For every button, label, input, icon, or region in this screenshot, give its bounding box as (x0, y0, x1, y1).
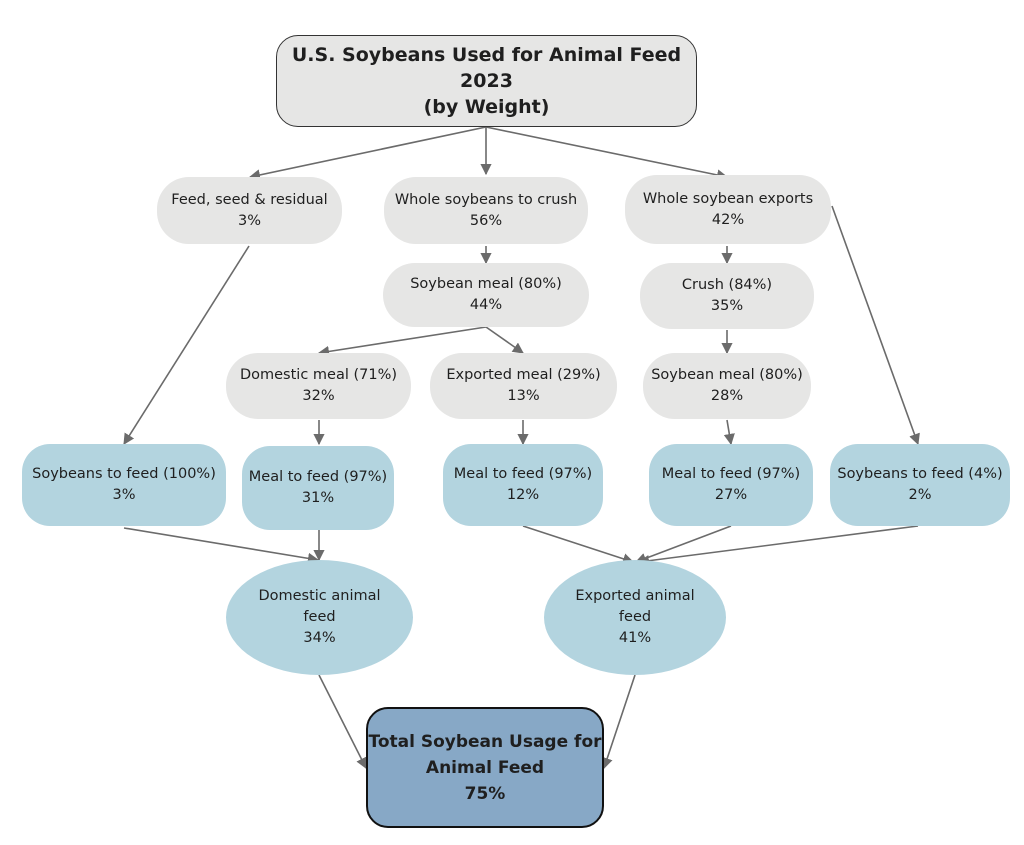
node-label: Feed, seed & residual (171, 191, 328, 208)
node-label-line-1: Exported animal (575, 588, 695, 604)
node-export-crush: Crush (84%) 35% (640, 263, 814, 329)
node-value: 35% (710, 298, 744, 314)
node-exported-meal: Exported meal (29%) 13% (430, 353, 617, 419)
node-label: Whole soybean exports (642, 190, 814, 207)
node-total-soybean-usage: Total Soybean Usage for Animal Feed 75% (366, 707, 604, 828)
node-label-line-2: feed (303, 609, 336, 625)
arrow-export-soybeans-feed-to-export-ellipse (637, 525, 919, 567)
node-feed-seed-residual: Feed, seed & residual 3% (157, 177, 342, 244)
arrow-title-to-feed-seed (248, 126, 487, 181)
node-value: 2% (908, 487, 932, 503)
total-value: 75% (464, 783, 506, 804)
node-soybeans-to-feed-exports: Soybeans to feed (4%) 2% (830, 444, 1010, 526)
node-soybean-meal-crush: Soybean meal (80%) 44% (383, 263, 589, 327)
node-label: Domestic meal (71%) (239, 367, 398, 383)
title-line-2: (by Weight) (423, 96, 550, 118)
node-meal-to-feed-export-crush: Meal to feed (97%) 27% (649, 444, 813, 526)
node-label-line-2: feed (618, 609, 652, 625)
arrow-exported-to-total (601, 674, 636, 770)
node-meal-to-feed-exported: Meal to feed (97%) 12% (443, 444, 603, 526)
node-soybeans-to-feed-domestic: Soybeans to feed (100%) 3% (22, 444, 226, 526)
node-value: 28% (710, 388, 744, 404)
node-label: Soybeans to feed (100%) (32, 466, 216, 482)
node-value: 13% (507, 388, 540, 404)
arrow-feed-seed-to-soybeans-feed (123, 245, 250, 445)
node-label: Meal to feed (97%) (248, 469, 388, 485)
arrow-exported-feed-to-export-ellipse (522, 525, 635, 565)
total-line-1: Total Soybean Usage for (368, 731, 602, 752)
node-value: 56% (469, 212, 503, 229)
total-line-2: Animal Feed (425, 757, 545, 778)
node-value: 32% (302, 388, 335, 404)
node-label-line-1: Domestic animal (258, 588, 381, 604)
node-export-soybean-meal: Soybean meal (80%) 28% (643, 353, 811, 419)
node-label: Soybean meal (80%) (410, 276, 562, 292)
arrow-soybean-meal-to-feed (723, 419, 735, 446)
node-value: 31% (301, 490, 335, 506)
node-meal-to-feed-domestic: Meal to feed (97%) 31% (242, 446, 394, 530)
node-domestic-animal-feed: Domestic animal feed 34% (226, 560, 413, 675)
node-label: Meal to feed (97%) (661, 466, 801, 482)
node-value: 12% (506, 487, 540, 503)
arrow-soybeans-feed-to-domestic (123, 527, 320, 564)
arrow-title-to-exports (485, 126, 729, 181)
node-value: 3% (112, 487, 136, 503)
node-value: 41% (618, 630, 652, 646)
node-whole-soybeans-to-crush: Whole soybeans to crush 56% (384, 177, 588, 244)
node-value: 34% (303, 630, 336, 646)
node-label: Exported meal (29%) (446, 367, 601, 383)
node-label: Soybeans to feed (4%) (837, 466, 1003, 482)
diagram-title: U.S. Soybeans Used for Animal Feed 2023 … (276, 35, 697, 127)
node-domestic-meal: Domestic meal (71%) 32% (226, 353, 411, 419)
node-label: Soybean meal (80%) (651, 367, 803, 383)
node-label: Meal to feed (97%) (453, 466, 593, 482)
node-value: 44% (469, 297, 503, 313)
arrow-export-crush-feed-to-export-ellipse (634, 525, 732, 564)
node-value: 3% (237, 212, 261, 229)
node-whole-soybean-exports: Whole soybean exports 42% (625, 175, 831, 244)
title-line-1: U.S. Soybeans Used for Animal Feed 2023 (291, 44, 682, 92)
arrow-exports-to-soybeans-feed (831, 205, 920, 446)
arrow-domestic-to-total (318, 674, 367, 769)
node-label: Crush (84%) (681, 277, 773, 293)
node-label: Whole soybeans to crush (394, 191, 578, 208)
arrow-meal-to-domestic-meal (317, 326, 487, 357)
node-value: 27% (714, 487, 748, 503)
arrow-meal-to-exported-meal (485, 326, 524, 354)
node-exported-animal-feed: Exported animal feed 41% (544, 560, 726, 675)
node-value: 42% (711, 211, 745, 228)
